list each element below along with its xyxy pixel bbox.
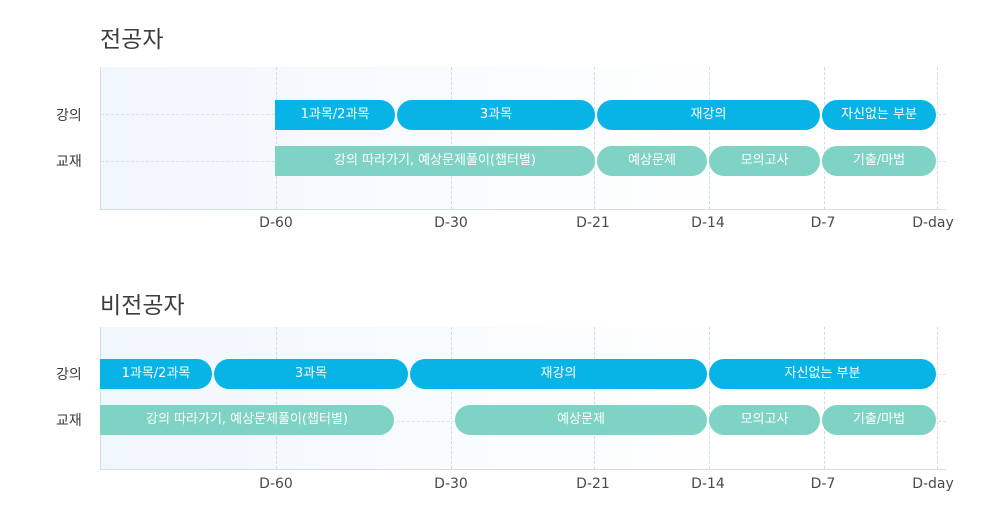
book-bar-3: 모의고사 xyxy=(709,405,820,435)
gridline xyxy=(276,67,277,209)
lecture-bar-1: 1과목/2과목 xyxy=(275,100,395,130)
gridline xyxy=(451,67,452,209)
tick-label: D-30 xyxy=(434,215,468,231)
section-title: 전공자 xyxy=(100,27,164,53)
gridline xyxy=(276,327,277,469)
book-bar-2: 예상문제 xyxy=(455,405,707,435)
lecture-bar-3: 재강의 xyxy=(597,100,820,130)
tick-label: D-21 xyxy=(576,215,610,231)
book-bar-1: 강의 따라가기, 예상문제풀이(챕터별) xyxy=(100,405,394,435)
book-bar-3: 모의고사 xyxy=(709,146,820,176)
row-label-lecture: 강의 xyxy=(56,367,82,383)
tick-label: D-60 xyxy=(259,476,293,492)
row-label-book: 교재 xyxy=(56,154,82,170)
lecture-bar-4: 자신없는 부분 xyxy=(709,359,936,389)
gridline xyxy=(709,327,710,469)
book-bar-1: 강의 따라가기, 예상문제풀이(챕터별) xyxy=(275,146,595,176)
row-label-lecture: 강의 xyxy=(56,108,82,124)
book-bar-4: 기출/마법 xyxy=(822,146,936,176)
tick-label: D-30 xyxy=(434,476,468,492)
tick-label: D-7 xyxy=(810,476,836,492)
section-title: 비전공자 xyxy=(100,293,185,319)
timeline-plot xyxy=(100,67,946,210)
tick-label: D-14 xyxy=(691,215,725,231)
gridline xyxy=(594,327,595,469)
tick-label: D-7 xyxy=(810,215,836,231)
gridline xyxy=(937,67,938,209)
book-bar-2: 예상문제 xyxy=(597,146,707,176)
gridline xyxy=(451,327,452,469)
timeline-plot xyxy=(100,327,946,470)
tick-label: D-21 xyxy=(576,476,610,492)
lecture-bar-4: 자신없는 부분 xyxy=(822,100,936,130)
lecture-bar-1: 1과목/2과목 xyxy=(100,359,212,389)
gridline xyxy=(824,327,825,469)
tick-label: D-60 xyxy=(259,215,293,231)
gridline xyxy=(937,327,938,469)
gridline xyxy=(594,67,595,209)
gridline xyxy=(709,67,710,209)
book-bar-4: 기출/마법 xyxy=(822,405,936,435)
section-major: 전공자 강의 교재 1과목/2과목 3과목 재강의 자신없는 부분 강의 따라가… xyxy=(56,27,954,231)
tick-label: D-day xyxy=(912,476,954,492)
tick-label: D-14 xyxy=(691,476,725,492)
tick-label: D-day xyxy=(912,215,954,231)
section-non-major: 비전공자 강의 교재 1과목/2과목 3과목 재강의 자신없는 부분 강의 따라… xyxy=(0,260,1000,517)
lecture-bar-3: 재강의 xyxy=(410,359,707,389)
row-label-book: 교재 xyxy=(56,413,82,429)
lecture-bar-2: 3과목 xyxy=(397,100,595,130)
lecture-bar-2: 3과목 xyxy=(214,359,408,389)
gridline xyxy=(824,67,825,209)
